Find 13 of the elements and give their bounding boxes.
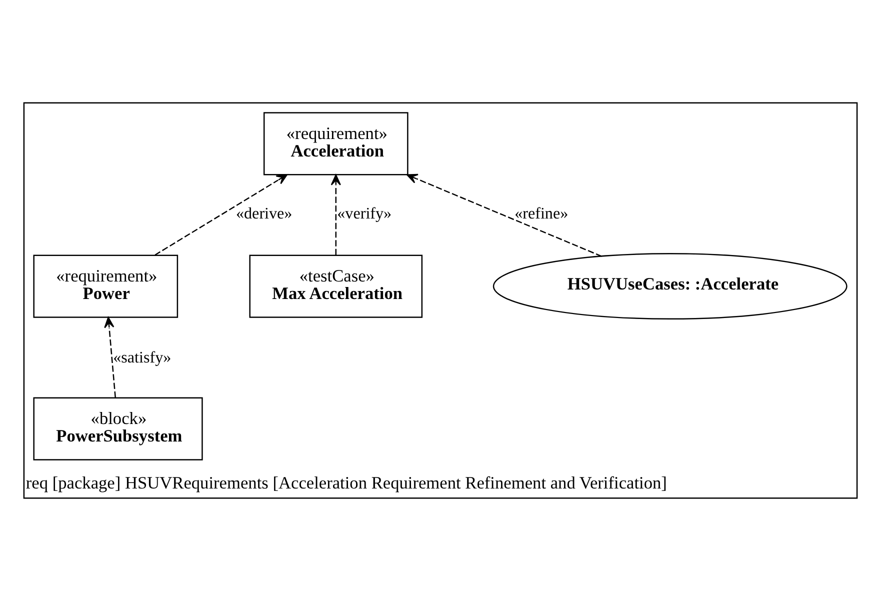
arrow — [406, 174, 602, 257]
node-box: «testCase» Max Acceleration — [248, 254, 422, 318]
edge-label: «derive» — [235, 205, 292, 222]
edge-label: «verify» — [336, 205, 392, 222]
node-box: «block» PowerSubsystem — [32, 397, 202, 460]
node-ellipse: HSUVUseCases: :Accelerate — [492, 253, 847, 320]
node-box: «requirement» Acceleration — [262, 112, 408, 176]
edge-label: «satisfy» — [112, 349, 171, 366]
arrow — [154, 174, 288, 256]
arrow — [330, 174, 340, 255]
edge-label: «refine» — [514, 205, 568, 222]
arrow — [104, 316, 116, 398]
node-box: «requirement» Power — [32, 254, 178, 318]
